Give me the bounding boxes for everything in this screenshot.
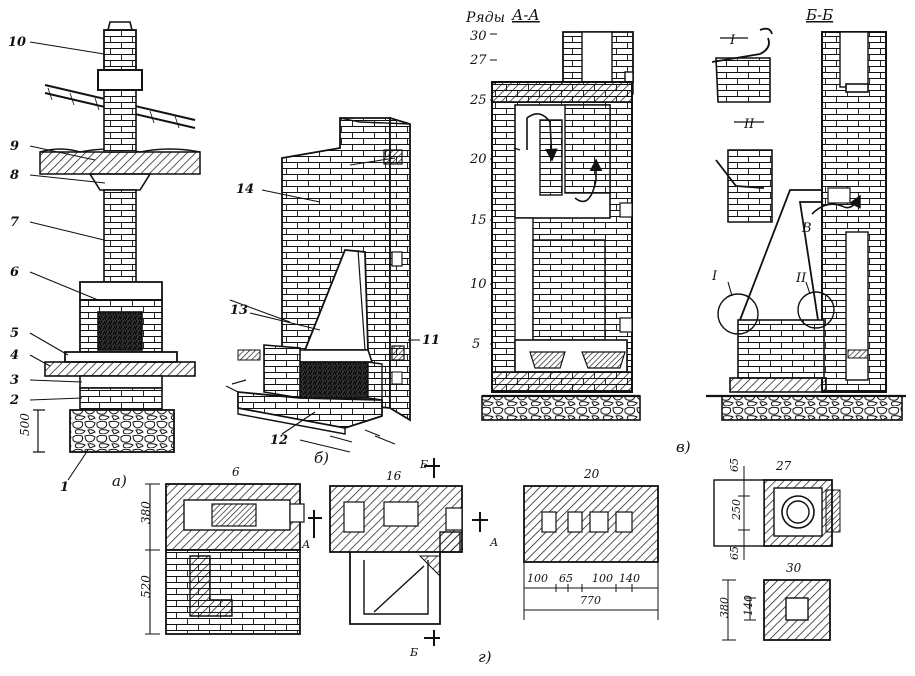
dim-plan6-bottom: 520 xyxy=(139,575,153,598)
cut-label-a-left: А xyxy=(301,538,310,551)
panel-label-b: б) xyxy=(314,449,329,467)
callout-10: 10 xyxy=(8,35,26,50)
dim-plan27-b: 250 xyxy=(730,499,743,521)
dim-plan6-top: 380 xyxy=(139,501,153,524)
section-bb-detail-2: II xyxy=(795,271,807,286)
plan-label-30: 30 xyxy=(786,561,802,575)
dim-plan27-a: 65 xyxy=(728,458,741,472)
callout-9: 9 xyxy=(10,139,19,154)
callout-1: 1 xyxy=(60,480,69,495)
foundation xyxy=(69,409,175,453)
plan-label-6: 6 xyxy=(232,465,240,479)
panel-g-plans: 6 380 520 А 16 Б А Б xyxy=(139,458,841,666)
dim-plan20-w1: 100 xyxy=(527,572,548,585)
plan-label-16: 16 xyxy=(386,469,402,483)
callout-4: 4 xyxy=(10,348,19,363)
cut-label-b-bottom: Б xyxy=(409,646,418,659)
detail-1 xyxy=(715,57,771,103)
panel-a-elevation: 500 10 9 8 7 6 5 4 3 2 1 а) xyxy=(8,21,201,495)
plan-label-20: 20 xyxy=(583,467,600,481)
cut-label-a-right: А xyxy=(489,536,498,549)
panel-b-isometric: 14 13 11 12 б) xyxy=(225,116,440,467)
flow-label: В xyxy=(801,221,812,236)
callout-13: 13 xyxy=(230,303,248,318)
row-label: 10 xyxy=(470,277,487,292)
section-bb-title: Б-Б xyxy=(805,6,833,24)
plan-row-20: 20 100 65 100 140 770 xyxy=(523,467,659,620)
cut-label-b-top: Б xyxy=(419,458,428,471)
callout-12: 12 xyxy=(270,433,288,448)
callout-7: 7 xyxy=(10,215,19,230)
dim-plan20-w2: 65 xyxy=(559,572,573,585)
plan-label-27: 27 xyxy=(775,459,792,473)
plan-row-27: 27 65 250 65 xyxy=(713,458,841,560)
dim-plan20-w4: 140 xyxy=(619,572,640,585)
row-label: 15 xyxy=(470,213,487,228)
section-aa-title: А-А xyxy=(511,6,540,24)
section-bb-detail-1: I xyxy=(711,269,718,284)
dim-plan27-c: 65 xyxy=(728,546,741,560)
panel-label-v: в) xyxy=(676,438,691,456)
panel-v-section-bb: Б-Б I II I II В в) xyxy=(676,6,906,456)
panel-v-section-aa: Ряды А-А 30 27 25 20 15 10 5 xyxy=(465,6,641,421)
vent-grille xyxy=(391,345,405,361)
callout-6: 6 xyxy=(10,265,19,280)
row-scale: 30 27 25 20 15 10 5 xyxy=(469,29,497,352)
row-label: 25 xyxy=(469,93,487,108)
floor-slab xyxy=(44,361,196,377)
chimney-cap xyxy=(97,69,143,91)
plan-row-16: 16 Б А Б xyxy=(329,458,498,659)
dim-plan30-i: 140 xyxy=(742,595,755,616)
plan-row-6: 6 380 520 А xyxy=(139,465,322,635)
dim-foundation: 500 xyxy=(18,413,32,436)
firebox-opening xyxy=(97,311,143,351)
row-label: 5 xyxy=(472,337,480,352)
callout-5: 5 xyxy=(10,326,19,341)
dim-plan20-total: 770 xyxy=(580,594,601,607)
panel-label-g: г) xyxy=(478,648,492,666)
row-label: 30 xyxy=(470,29,487,44)
chimney-pipe xyxy=(103,189,137,283)
plan-row-30: 30 380 140 xyxy=(718,561,831,641)
detail-2 xyxy=(727,149,773,223)
chimney-collar xyxy=(88,173,152,191)
ceiling-slab xyxy=(39,151,201,175)
callout-11: 11 xyxy=(422,333,440,348)
row-label: 20 xyxy=(469,152,487,167)
callout-14: 14 xyxy=(236,182,254,197)
callout-8: 8 xyxy=(10,168,19,183)
rows-label: Ряды xyxy=(465,10,505,26)
callout-3: 3 xyxy=(10,373,19,388)
detail-label-1: I xyxy=(729,33,736,48)
dim-plan20-w3: 100 xyxy=(592,572,613,585)
panel-label-a: а) xyxy=(112,472,127,490)
callout-2: 2 xyxy=(9,393,19,408)
row-label: 27 xyxy=(469,53,487,68)
detail-label-2: II xyxy=(743,117,755,132)
dim-plan30-h: 380 xyxy=(718,597,731,618)
